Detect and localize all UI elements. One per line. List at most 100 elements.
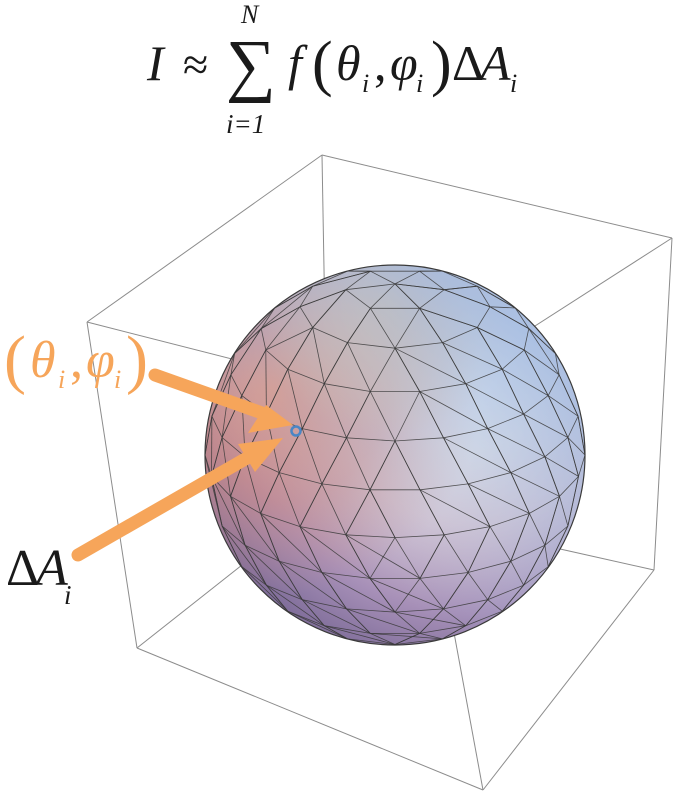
mesh-edge: [523, 395, 549, 415]
mesh-edge: [465, 368, 503, 385]
mesh-edge: [312, 270, 348, 287]
mesh-edge: [321, 483, 347, 535]
mesh-edge: [346, 437, 371, 490]
mesh-edge: [394, 342, 443, 349]
mesh-edge: [370, 633, 443, 640]
mesh-edge: [345, 270, 371, 291]
mesh-edge: [489, 526, 512, 562]
mesh-edge: [279, 472, 323, 485]
area-arrow: [71, 438, 283, 562]
mesh-edge: [567, 416, 579, 438]
point-label-phi-subscript: i: [114, 365, 121, 394]
area-label-delta: Δ: [6, 540, 39, 597]
mesh-edge: [279, 560, 323, 573]
mesh-edge: [523, 566, 549, 586]
formula-lower-limit: i=1: [226, 109, 265, 139]
mesh-edge: [476, 327, 503, 370]
formula-upper-limit: N: [240, 0, 260, 29]
mesh-edge: [234, 307, 276, 354]
mesh-edge: [345, 534, 396, 538]
mesh-edge: [443, 572, 469, 610]
mesh-edge: [394, 283, 445, 291]
mesh-edge: [394, 534, 445, 538]
formula-open-paren: (: [312, 30, 333, 98]
mesh-edge: [321, 483, 371, 491]
mesh-edge: [567, 476, 579, 527]
mesh-edge: [299, 285, 314, 308]
mesh-edge: [547, 525, 569, 567]
area-element-label: Δ A i: [6, 540, 72, 610]
mesh-edge: [230, 496, 280, 562]
mesh-edge: [419, 307, 478, 328]
mesh-edge: [528, 328, 560, 376]
mesh-edge: [443, 599, 488, 610]
mesh-edge: [444, 526, 491, 536]
mesh-edge: [244, 456, 261, 514]
mesh-edge: [265, 349, 267, 415]
mesh-edge: [345, 534, 421, 579]
mesh-edge: [465, 383, 489, 429]
mesh-edge: [302, 599, 347, 610]
mesh-edge: [394, 633, 420, 645]
mesh-edge: [443, 534, 469, 573]
mesh-edge: [312, 327, 325, 384]
mesh-edge: [394, 611, 420, 634]
mesh-edge: [442, 342, 503, 370]
mesh-edge: [544, 456, 579, 477]
mesh-edge: [241, 349, 267, 396]
mesh-edge: [278, 560, 303, 600]
mesh-edge: [443, 437, 469, 485]
mesh-edge: [323, 383, 347, 438]
mesh-edge: [394, 578, 421, 613]
mesh-edge: [301, 428, 323, 485]
mesh-edge: [419, 391, 488, 429]
mesh-edge: [312, 327, 348, 343]
mesh-edge: [394, 608, 444, 613]
mesh-edge: [487, 560, 512, 600]
mesh-edge: [528, 328, 556, 354]
mesh-edge: [266, 584, 289, 612]
formula-sum-symbol: ∑: [226, 27, 276, 104]
mesh-edge: [444, 289, 491, 308]
mesh-edge: [544, 437, 569, 458]
mesh-edge: [467, 560, 511, 573]
mesh-edge: [266, 369, 289, 415]
mesh-edge: [502, 368, 549, 396]
mesh-edge: [211, 416, 223, 438]
triangle-mesh: [205, 270, 585, 645]
mesh-edge: [394, 537, 421, 579]
mesh-edge: [510, 544, 546, 562]
mesh-edge: [394, 437, 444, 442]
mesh-edge: [547, 374, 560, 396]
mesh-edge: [346, 608, 371, 634]
mesh-edge: [487, 428, 546, 458]
mesh-edge: [394, 440, 421, 490]
mesh-edge: [419, 625, 466, 634]
mesh-edge: [265, 349, 289, 370]
mesh-edge: [301, 383, 325, 429]
mesh-edge: [211, 353, 235, 417]
mesh-edge: [567, 437, 579, 477]
mesh-edge: [370, 270, 396, 285]
mesh-edge: [544, 545, 549, 567]
mesh-edge: [301, 599, 325, 626]
mesh-edge: [501, 584, 524, 612]
mesh-edge: [394, 283, 420, 309]
area-label-subscript: i: [64, 580, 72, 610]
formula-theta: θ: [336, 35, 361, 91]
mesh-edge: [419, 383, 466, 392]
mesh-edge: [467, 472, 511, 485]
mesh-edge: [489, 306, 516, 309]
mesh-edge: [370, 308, 396, 349]
mesh-edge: [278, 472, 301, 527]
mesh-edge: [369, 578, 396, 613]
mesh-edge: [346, 608, 396, 613]
mesh-edge: [443, 608, 466, 627]
mesh-edge: [346, 437, 396, 442]
mesh-edge: [523, 413, 546, 457]
sample-point-marker: [290, 425, 302, 437]
mesh-edge: [394, 348, 421, 392]
mesh-edge: [477, 327, 525, 351]
mesh-edge: [230, 495, 261, 514]
